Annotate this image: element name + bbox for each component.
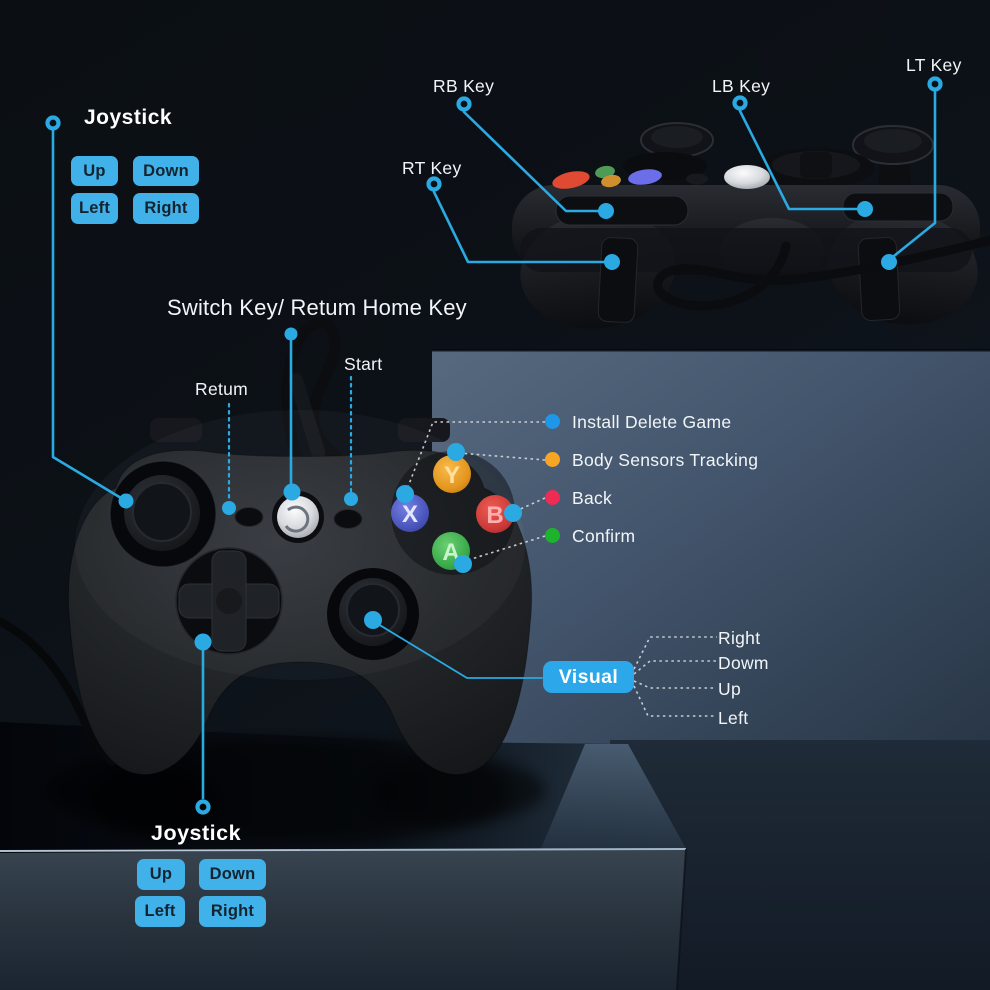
a-letter: A <box>442 539 459 566</box>
legend-body-label: Body Sensors Tracking <box>572 450 759 470</box>
face-button-b: B <box>476 495 514 533</box>
switch-key-start-dot <box>284 327 298 341</box>
cables <box>0 317 342 766</box>
visual-up-label: Up <box>718 679 741 699</box>
back-button <box>234 507 264 527</box>
face-button-y: Y <box>433 455 471 493</box>
left-stick-dot <box>118 493 134 509</box>
y-letter: Y <box>444 462 460 489</box>
top-joystick-line <box>51 129 128 503</box>
legend-body-line <box>458 452 546 461</box>
bottom-joystick-title: Joystick <box>151 821 242 845</box>
rb-ring-icon <box>456 96 472 112</box>
lt-line <box>887 90 937 262</box>
visual-down-label: Dowm <box>718 653 769 673</box>
y-button-dot <box>447 443 465 461</box>
back-controller <box>512 122 990 329</box>
main-cable <box>281 317 342 466</box>
left-stick <box>109 460 217 568</box>
top-joystick-title: Joystick <box>84 106 173 129</box>
bottom-joystick-ring-icon <box>195 799 211 815</box>
legend-confirm-dot-icon <box>545 528 560 543</box>
legend-confirm-label: Confirm <box>572 526 636 546</box>
bottom-joystick-down-chip: Down <box>199 859 266 890</box>
rt-dot <box>604 254 620 270</box>
start-button <box>333 509 363 529</box>
legend-body-dot-icon <box>545 452 560 467</box>
x-button-dot <box>396 485 414 503</box>
back-cable <box>653 235 990 311</box>
bottom-joystick-up-chip: Up <box>137 859 185 890</box>
back-green-button <box>595 165 615 179</box>
top-joystick-down-chip: Down <box>133 156 199 186</box>
rb-bumper <box>555 195 689 226</box>
switch-key-heading: Switch Key/ Retum Home Key <box>167 295 467 320</box>
a-button-dot <box>454 555 472 573</box>
legend-back-label: Back <box>572 488 613 508</box>
lt-trigger <box>857 237 901 321</box>
visual-down-line <box>633 660 717 675</box>
backdrop <box>0 349 990 990</box>
visual-up-line <box>633 680 716 689</box>
legend-confirm-line <box>464 535 546 562</box>
lt-dot <box>881 254 897 270</box>
lb-ring-icon <box>732 95 748 111</box>
callouts <box>45 76 943 815</box>
x-letter: X <box>402 501 418 528</box>
back-orange-button <box>601 174 621 188</box>
back-face-buttons <box>552 165 770 189</box>
bottom-joystick-right-chip: Right <box>199 896 266 927</box>
visual-right-label: Right <box>718 628 761 648</box>
rb-key-label: RB Key <box>433 76 495 96</box>
b-button-dot <box>504 504 522 522</box>
lb-line <box>738 109 863 211</box>
top-joystick-left-chip: Left <box>71 193 118 224</box>
lb-dot <box>857 201 873 217</box>
right-stick <box>327 568 419 660</box>
bottom-joystick-left-chip: Left <box>135 896 185 927</box>
lb-key-label: LB Key <box>712 76 771 96</box>
visual-chip: Visual <box>543 661 634 693</box>
visual-right-line <box>633 636 717 670</box>
rt-key-label: RT Key <box>402 158 462 178</box>
retum-label: Retum <box>195 379 249 399</box>
right-stick-dot <box>364 611 382 629</box>
visual-left-line <box>633 685 716 717</box>
legend-back-dot-icon <box>545 490 560 505</box>
legend-install-label: Install Delete Game <box>572 412 732 432</box>
rt-trigger <box>597 237 639 323</box>
start-label: Start <box>344 354 383 374</box>
rt-line <box>432 190 610 264</box>
start-dot <box>344 492 358 506</box>
home-button <box>272 491 324 543</box>
retum-dot <box>222 501 236 515</box>
main-controller: Y X B A <box>67 418 533 775</box>
top-joystick-up-chip: Up <box>71 156 118 186</box>
home-dot <box>283 483 301 501</box>
b-letter: B <box>486 502 503 529</box>
top-joystick-right-chip: Right <box>133 193 199 224</box>
d-pad <box>175 547 283 655</box>
rb-dot <box>598 203 614 219</box>
legend-install-line <box>405 421 545 493</box>
top-joystick-ring-icon <box>45 115 61 131</box>
lt-ring-icon <box>927 76 943 92</box>
dpad-dot <box>194 633 212 651</box>
back-dpad <box>758 148 874 188</box>
left-cable <box>0 617 116 766</box>
visual-line <box>372 620 543 679</box>
visual-left-label: Left <box>718 708 749 728</box>
rb-line <box>462 110 604 213</box>
lt-key-label: LT Key <box>906 55 962 75</box>
pedestal-front-face <box>0 849 686 990</box>
back-home-dome <box>724 165 770 189</box>
legend-install-dot-icon <box>545 414 560 429</box>
face-button-x: X <box>391 494 429 532</box>
back-blue-button <box>628 169 662 185</box>
rt-ring-icon <box>426 176 442 192</box>
back-red-button <box>552 171 590 189</box>
